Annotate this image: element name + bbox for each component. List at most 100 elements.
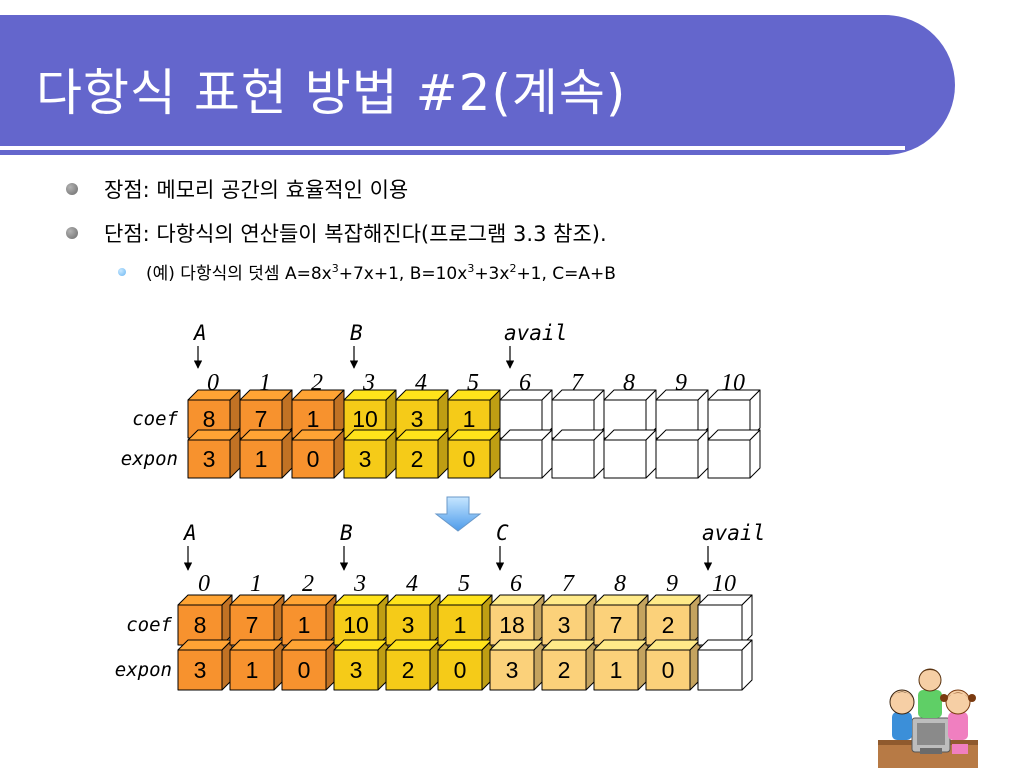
cell-value: 2 — [411, 446, 424, 472]
cell-value: 8 — [203, 406, 216, 432]
array-index-label: 9 — [666, 571, 678, 597]
row-label-coef: coef — [132, 408, 178, 430]
cell-value: 2 — [558, 657, 571, 683]
cell-value: 10 — [343, 612, 369, 638]
expon-cell: 1 — [593, 639, 649, 691]
example-text: +3x — [474, 264, 510, 284]
array-index-label: 10 — [712, 571, 736, 597]
expon-cell: 1 — [239, 429, 293, 479]
cell-value: 10 — [352, 406, 378, 432]
expon-cell: 2 — [385, 639, 441, 691]
children-at-computer-clipart — [878, 668, 978, 768]
superscript: 2 — [509, 262, 517, 275]
cell-value: 1 — [454, 612, 467, 638]
coef-cell: 1 — [447, 389, 501, 439]
expon-cell: 3 — [177, 639, 233, 691]
expon-cell: 3 — [187, 429, 241, 479]
expon-cell: 0 — [447, 429, 501, 479]
title-underline — [0, 146, 905, 150]
expon-cell: 2 — [395, 429, 449, 479]
cell-value: 3 — [402, 612, 415, 638]
cell-value: 3 — [359, 446, 372, 472]
coef-cell — [697, 594, 753, 646]
expon-cell: 3 — [343, 429, 397, 479]
cell-value: 3 — [350, 657, 363, 683]
row-label-expon: expon — [121, 448, 178, 470]
pointer-label: A — [192, 321, 207, 345]
superscript: 3 — [331, 262, 339, 275]
cell-value: 1 — [255, 446, 268, 472]
array-index-label: 8 — [614, 571, 626, 597]
array-index-label: 3 — [353, 571, 366, 597]
expon-cell — [707, 429, 761, 479]
bullet-advantage: 장점: 메모리 공간의 효율적인 이용 — [104, 178, 409, 202]
coef-cell: 7 — [229, 594, 285, 646]
array-index-label: 5 — [458, 571, 470, 597]
down-arrow-icon — [434, 496, 482, 532]
cell-value: 1 — [463, 406, 476, 432]
bullet-dot-icon — [66, 183, 78, 195]
title-bar: 다항식 표현 방법 #2(계속) — [0, 15, 955, 155]
pointer-label: A — [182, 521, 197, 545]
pointer-label: B — [350, 321, 363, 345]
pointer-label: B — [340, 521, 353, 545]
superscript: 3 — [467, 262, 475, 275]
row-label-expon: expon — [115, 659, 172, 681]
pointer-label: C — [496, 521, 509, 545]
array-index-label: 2 — [302, 571, 314, 597]
slide-title: 다항식 표현 방법 #2(계속) — [36, 64, 627, 122]
expon-cell — [655, 429, 709, 479]
coef-cell: 8 — [177, 594, 233, 646]
expon-cell: 1 — [229, 639, 285, 691]
expon-cell: 3 — [489, 639, 545, 691]
cell-value: 2 — [662, 612, 675, 638]
cell-value: 7 — [255, 406, 268, 432]
cell-value: 7 — [610, 612, 623, 638]
cell-value: 1 — [610, 657, 623, 683]
example-text: +7x+1, B=10x — [338, 264, 468, 284]
cell-value: 3 — [194, 657, 207, 683]
pointer-label: avail — [504, 321, 567, 345]
cell-value: 0 — [662, 657, 675, 683]
cell-value: 0 — [298, 657, 311, 683]
coef-cell: 3 — [541, 594, 597, 646]
expon-cell — [499, 429, 553, 479]
coef-cell: 1 — [437, 594, 493, 646]
expon-cell: 0 — [645, 639, 701, 691]
cell-value: 0 — [307, 446, 320, 472]
coef-cell — [551, 389, 605, 439]
coef-cell: 7 — [593, 594, 649, 646]
expon-cell: 2 — [541, 639, 597, 691]
expon-cell: 0 — [281, 639, 337, 691]
cell-value: 7 — [246, 612, 259, 638]
coef-cell: 10 — [333, 594, 389, 646]
sub-bullet-example: (예) 다항식의 덧셈 A=8x3+7x+1, B=10x3+3x2+1, C=… — [146, 259, 616, 284]
array-index-label: 1 — [250, 571, 262, 597]
row-label-coef: coef — [126, 614, 172, 636]
expon-cell — [551, 429, 605, 479]
expon-cell — [603, 429, 657, 479]
array-index-label: 7 — [562, 571, 575, 597]
cell-value: 0 — [454, 657, 467, 683]
coef-cell: 18 — [489, 594, 545, 646]
cell-value: 2 — [402, 657, 415, 683]
cell-value: 3 — [411, 406, 424, 432]
coef-cell: 3 — [395, 389, 449, 439]
cell-value: 1 — [246, 657, 259, 683]
cell-value: 3 — [203, 446, 216, 472]
coef-cell: 3 — [385, 594, 441, 646]
expon-cell: 0 — [437, 639, 493, 691]
example-prefix: (예) 다항식의 덧셈 A=8x — [146, 264, 332, 284]
array-index-label: 6 — [510, 571, 522, 597]
array-index-label: 4 — [406, 571, 418, 597]
expon-cell — [697, 639, 753, 691]
cell-value: 0 — [463, 446, 476, 472]
cell-value: 3 — [558, 612, 571, 638]
cell-value: 1 — [307, 406, 320, 432]
bullet-dot-icon — [66, 227, 78, 239]
cell-value: 1 — [298, 612, 311, 638]
example-text: +1, C=A+B — [516, 264, 616, 284]
cell-value: 8 — [194, 612, 207, 638]
